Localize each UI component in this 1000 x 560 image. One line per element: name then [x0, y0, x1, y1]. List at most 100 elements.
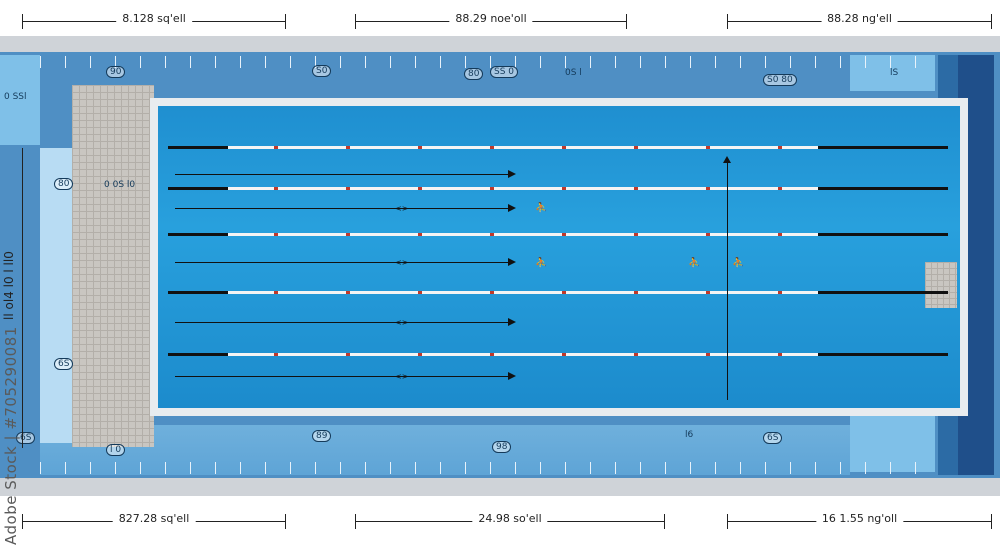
apron-tick — [865, 56, 866, 68]
platform-label: 0 0S l0 — [104, 180, 136, 190]
lane-arrow: <> — [175, 372, 516, 381]
marker-10: 6S — [763, 432, 783, 444]
apron-tick — [40, 462, 41, 474]
apron-tick — [815, 56, 816, 68]
lane-rope — [168, 233, 948, 236]
marker-8: 89 — [312, 430, 332, 442]
apron-tick — [415, 56, 416, 68]
apron-tick — [590, 462, 591, 474]
apron-tick — [640, 462, 641, 474]
apron-label: l6 — [685, 430, 694, 440]
apron-tick-row-top — [40, 52, 940, 68]
top-dimension-label-1: 8.128 sq'ell — [116, 12, 192, 25]
bottom-dimension-label-2: 24.98 so'ell — [472, 512, 548, 525]
apron-tick — [65, 56, 66, 68]
left-vertical-label: ll ol4 l0 l ll0 — [2, 251, 16, 320]
apron-tick — [540, 462, 541, 474]
apron-tick — [440, 462, 441, 474]
apron-tick — [790, 56, 791, 68]
apron-tick — [90, 462, 91, 474]
apron-tick — [315, 462, 316, 474]
apron-panel-left — [0, 55, 40, 145]
apron-tick — [390, 462, 391, 474]
apron-tick — [840, 462, 841, 474]
lane-rope — [168, 291, 948, 294]
apron-tick — [915, 462, 916, 474]
apron-tick — [790, 462, 791, 474]
apron-tick — [740, 56, 741, 68]
apron-tick — [115, 462, 116, 474]
right-platform — [925, 262, 957, 308]
top-dimension-label-3: 88.28 ng'ell — [821, 12, 898, 25]
apron-tick — [465, 56, 466, 68]
swimmer-icon: ⛹ — [535, 203, 548, 214]
apron-tick — [265, 56, 266, 68]
marker-7: lS — [890, 68, 899, 78]
apron-tick — [590, 56, 591, 68]
apron-tick — [540, 56, 541, 68]
apron-tick — [190, 56, 191, 68]
marker-11: l 0 — [106, 444, 126, 456]
apron-tick — [465, 462, 466, 474]
apron-tick — [365, 462, 366, 474]
side-marker: 80 — [54, 178, 74, 190]
apron-tick — [515, 56, 516, 68]
apron-tick — [165, 56, 166, 68]
apron-tick — [65, 462, 66, 474]
apron-tick-row-bottom — [40, 458, 940, 474]
apron-tick — [765, 462, 766, 474]
left-top-label: 0 SSl — [4, 92, 27, 102]
bottom-dimension-2: 24.98 so'ell — [355, 512, 665, 530]
apron-tick — [290, 56, 291, 68]
pool-width-measure — [723, 156, 731, 400]
side-marker: 6S — [54, 358, 74, 370]
lane-rope — [168, 353, 948, 356]
apron-tick — [315, 56, 316, 68]
top-dimension-1: 8.128 sq'ell — [22, 12, 286, 30]
apron-tick — [265, 462, 266, 474]
apron-tick — [490, 56, 491, 68]
marker-9: 98 — [492, 441, 512, 453]
marker-3: 80 — [464, 68, 484, 80]
marker-5: 0S l — [565, 68, 582, 78]
swimmer-icon: ⛹ — [688, 258, 701, 269]
marker-2: S0 — [312, 65, 332, 77]
apron-tick — [715, 56, 716, 68]
swimmer-icon: ⛹ — [535, 258, 548, 269]
swimmer-icon: ⛹ — [732, 258, 745, 269]
apron-tick — [740, 462, 741, 474]
marker-1: 90 — [106, 66, 126, 78]
apron-tick — [365, 56, 366, 68]
apron-panel-right — [850, 55, 935, 91]
top-dimension-3: 88.28 ng'ell — [727, 12, 992, 30]
right-corner-block-bottom — [938, 400, 958, 475]
marker-6: S0 80 — [763, 74, 797, 86]
lane-arrow: <> — [175, 318, 516, 327]
apron-tick — [840, 56, 841, 68]
bottom-dimension-label-3: 16 1.55 ng'oll — [815, 512, 904, 525]
lane-rope — [168, 187, 948, 190]
apron-tick — [415, 462, 416, 474]
bottom-dimension-3: 16 1.55 ng'oll — [727, 512, 992, 530]
apron-tick — [40, 56, 41, 68]
apron-tick — [665, 56, 666, 68]
apron-tick — [915, 56, 916, 68]
apron-tick — [290, 462, 291, 474]
start-platform — [72, 85, 154, 447]
apron-tick — [90, 56, 91, 68]
apron-tick — [715, 462, 716, 474]
apron-tick — [690, 56, 691, 68]
side-marker: 6S — [16, 432, 36, 444]
apron-tick — [515, 462, 516, 474]
left-dimension-line — [22, 148, 23, 448]
pool-water — [158, 106, 960, 408]
lane-arrow: <> — [175, 204, 516, 213]
lane-arrow: <> — [175, 258, 516, 267]
apron-panel-bottom-right — [850, 416, 935, 472]
watermark: Adobe Stock | #705290081 — [2, 326, 20, 545]
apron-tick — [890, 56, 891, 68]
apron-tick — [240, 462, 241, 474]
apron-tick — [615, 462, 616, 474]
apron-tick — [140, 56, 141, 68]
apron-tick — [340, 56, 341, 68]
